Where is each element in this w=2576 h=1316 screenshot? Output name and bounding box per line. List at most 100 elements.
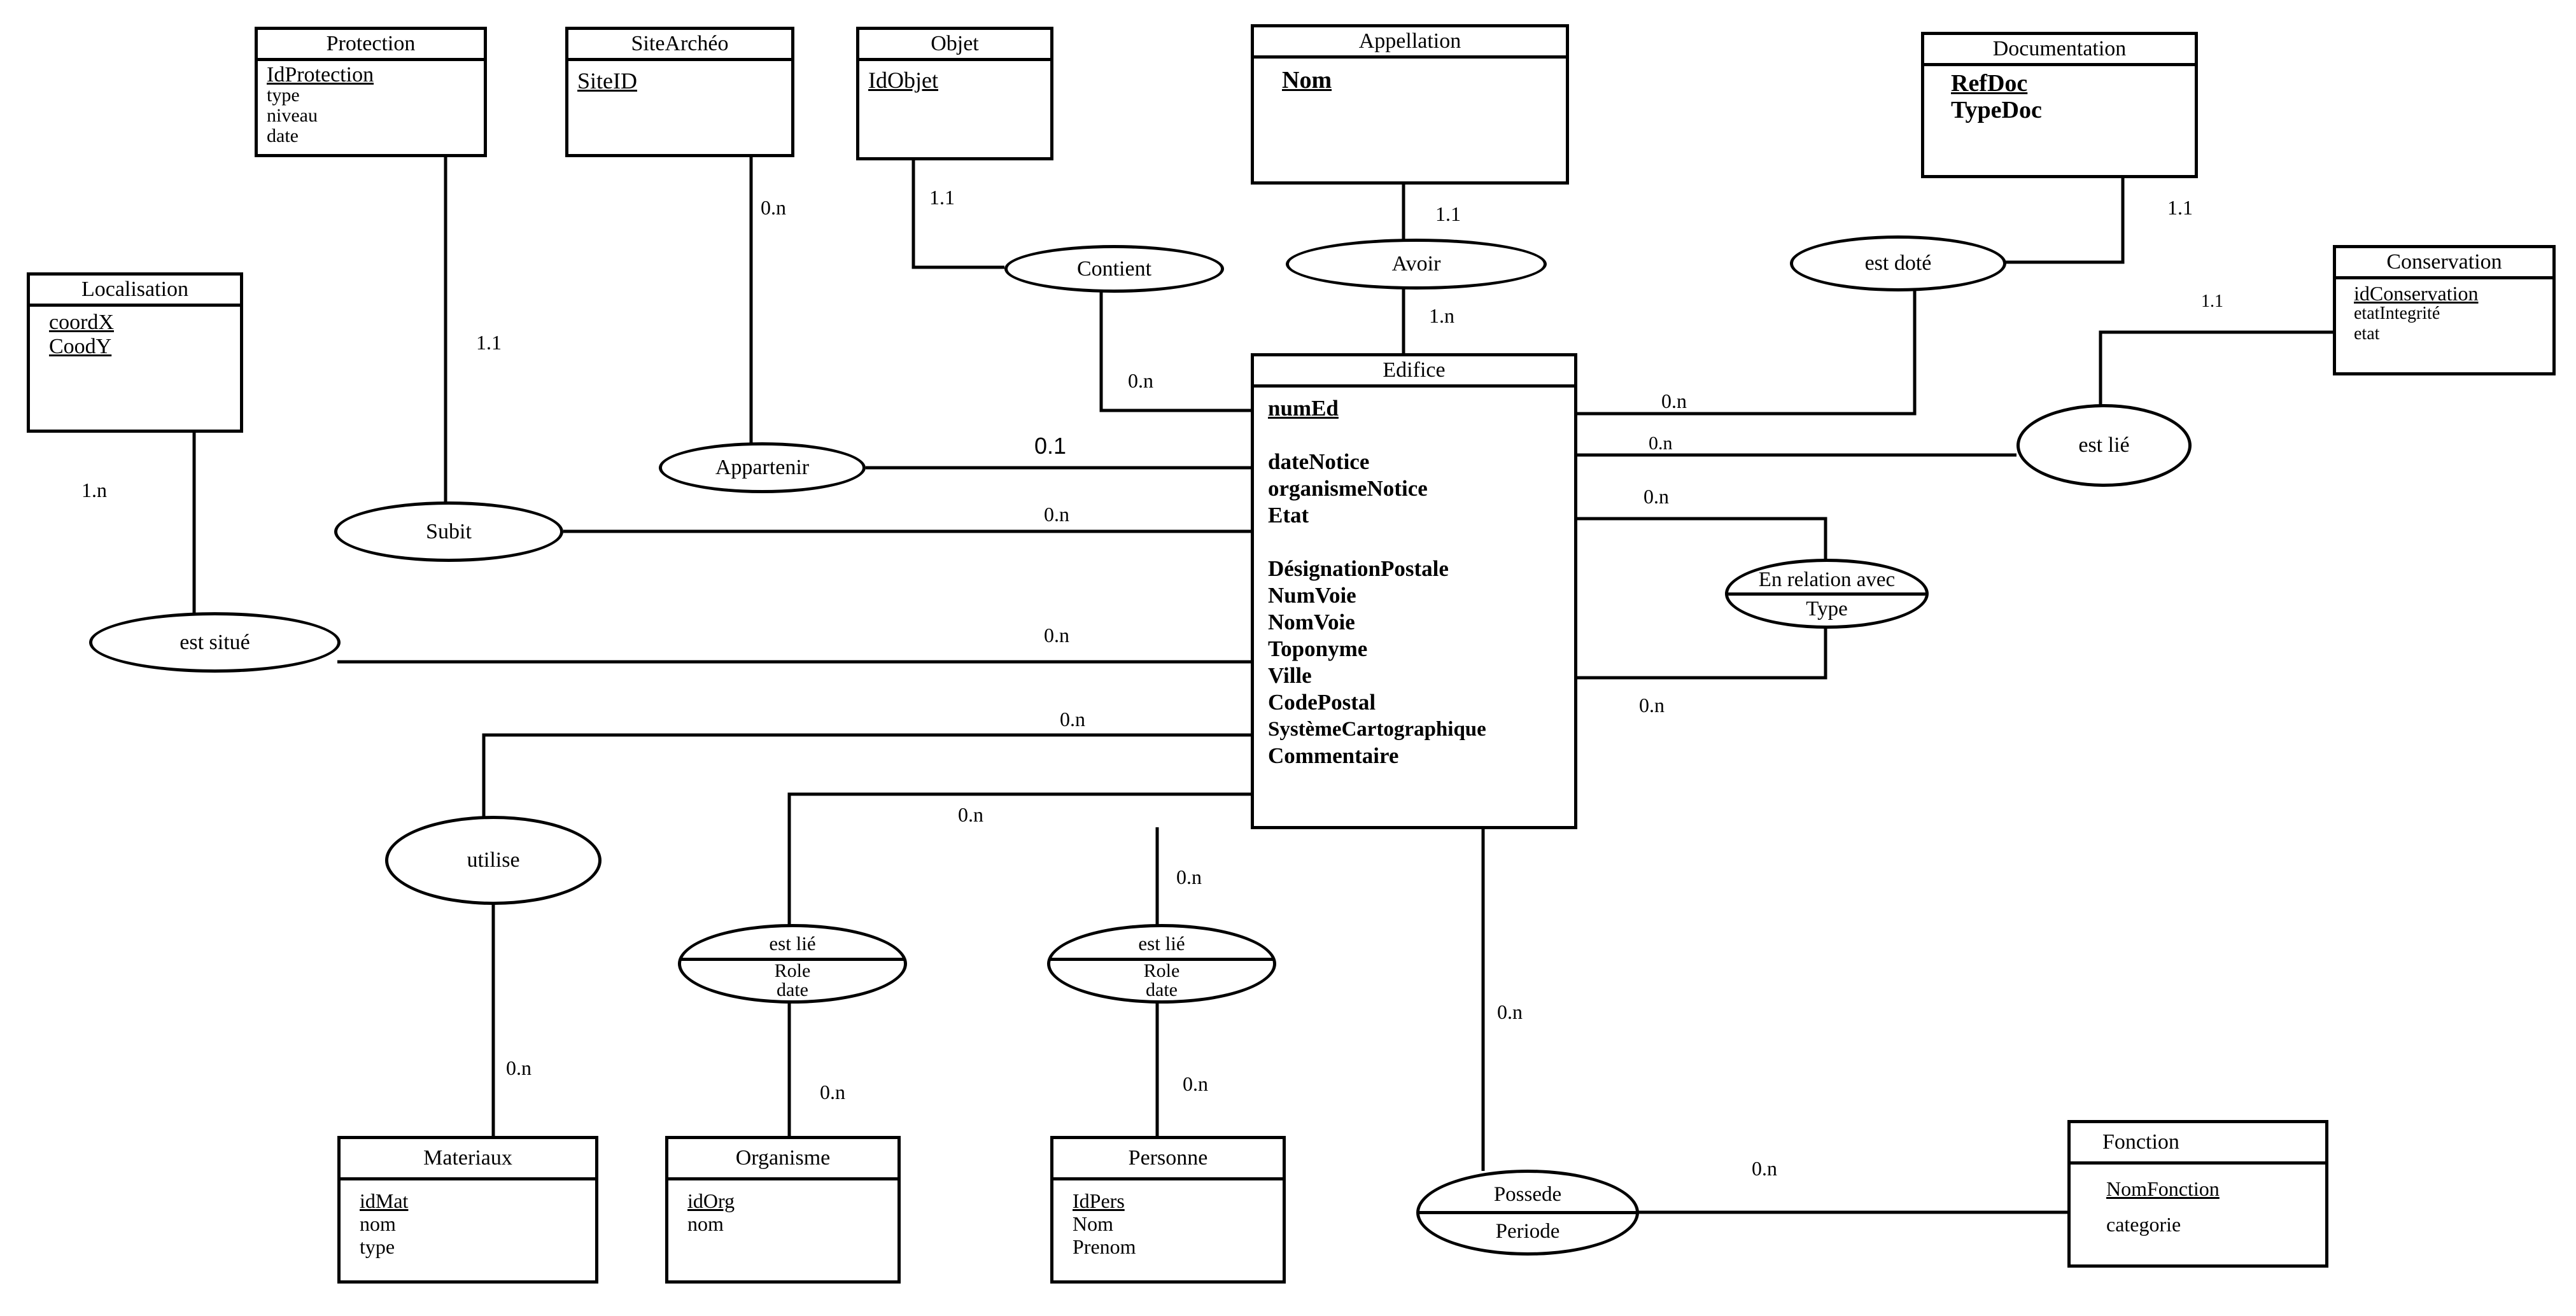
entity-conservation: Conservation idConservation etatIntegrit… xyxy=(2333,245,2556,375)
cardinality-estlie-org-edifice: 0.n xyxy=(958,803,983,826)
cardinality-estlie-edifice: 0.n xyxy=(1649,433,1673,454)
cardinality-enrelation-bottom: 0.n xyxy=(1639,694,1665,717)
attr-nomfonction: NomFonction xyxy=(2106,1177,2220,1200)
cardinality-utilise-materiaux: 0.n xyxy=(506,1056,531,1079)
attr-coordx: coordX xyxy=(49,311,114,334)
cardinality-site-appartenir: 0.n xyxy=(761,196,786,219)
entity-appellation: Appellation Nom xyxy=(1251,24,1569,185)
cardinality-protection-subit: 1.1 xyxy=(476,331,502,354)
entity-title: Fonction xyxy=(2071,1123,2325,1165)
relation-est-lie-personne: est lié Role date xyxy=(1047,924,1276,1004)
attr-nom: Nom xyxy=(1073,1212,1113,1235)
relation-subit: Subit xyxy=(334,501,563,562)
attr-nom: nom xyxy=(687,1212,724,1235)
attr-systemecartographique: SystèmeCartographique xyxy=(1268,718,1486,741)
relation-label: utilise xyxy=(467,848,520,872)
relation-avoir: Avoir xyxy=(1286,239,1547,290)
relation-label: Possede xyxy=(1493,1183,1562,1206)
entity-title: Objet xyxy=(859,30,1050,61)
entity-title: Documentation xyxy=(1924,35,2195,66)
cardinality-estlie-org-organisme: 0.n xyxy=(820,1081,845,1103)
attr-siteid: SiteID xyxy=(577,68,637,94)
relation-label: En relation avec xyxy=(1758,568,1896,591)
attr-type: type xyxy=(267,85,300,106)
attr-idconservation: idConservation xyxy=(2354,282,2479,305)
entity-documentation: Documentation RefDoc TypeDoc xyxy=(1921,32,2198,178)
attr-commentaire: Commentaire xyxy=(1268,743,1399,768)
relation-est-lie-organisme: est lié Role date xyxy=(678,924,907,1004)
attr-toponyme: Toponyme xyxy=(1268,636,1368,661)
relation-possede: Possede Periode xyxy=(1416,1170,1639,1256)
cardinality-contient-edifice: 0.n xyxy=(1128,369,1153,392)
attr-typedoc: TypeDoc xyxy=(1951,97,2042,123)
cardinality-possede-fonction: 0.n xyxy=(1752,1157,1777,1180)
relation-label: est lié xyxy=(1138,932,1185,955)
attr-categorie: categorie xyxy=(2106,1213,2181,1236)
entity-objet: Objet IdObjet xyxy=(856,27,1053,160)
relation-attr-date: date xyxy=(1146,979,1178,1000)
relation-attr-role: Role xyxy=(774,960,811,981)
attr-ville: Ville xyxy=(1268,663,1312,688)
attr-idprotection: IdProtection xyxy=(267,63,374,87)
relation-est-situe: est situé xyxy=(89,612,341,673)
cardinality-subit-edifice: 0.n xyxy=(1044,503,1069,526)
cardinality-appellation-avoir: 1.1 xyxy=(1435,202,1461,225)
attr-coody: CoodY xyxy=(49,335,112,358)
entity-title: Organisme xyxy=(668,1139,897,1180)
relation-label: Avoir xyxy=(1391,252,1441,276)
entity-localisation: Localisation coordX CoodY xyxy=(27,272,243,433)
entity-personne: Personne IdPers Nom Prenom xyxy=(1050,1136,1286,1284)
attr-type: type xyxy=(360,1235,395,1258)
relation-label: est lié xyxy=(2078,433,2130,457)
attr-idorg: idOrg xyxy=(687,1189,735,1212)
entity-title: Appellation xyxy=(1254,27,1566,59)
attr-prenom: Prenom xyxy=(1073,1235,1136,1258)
relation-label: Contient xyxy=(1076,257,1152,281)
cardinality-appartenir-edifice: 0.1 xyxy=(1034,433,1067,459)
attr-etat: Etat xyxy=(1268,503,1309,528)
entity-title: Personne xyxy=(1053,1139,1283,1180)
cardinality-estdote-edifice: 0.n xyxy=(1661,389,1687,412)
entity-title: Protection xyxy=(258,30,484,61)
relation-appartenir: Appartenir xyxy=(659,442,866,493)
relation-label: est lié xyxy=(769,932,816,955)
entity-title: Edifice xyxy=(1254,356,1574,388)
relation-label: Appartenir xyxy=(715,456,810,479)
cardinality-enrelation-top: 0.n xyxy=(1643,485,1669,508)
attr-numvoie: NumVoie xyxy=(1268,583,1356,608)
attr-nomvoie: NomVoie xyxy=(1268,610,1355,634)
attr-date: date xyxy=(267,125,299,146)
relation-attr-role: Role xyxy=(1143,960,1180,981)
attr-nom: nom xyxy=(360,1212,396,1235)
entity-fonction: Fonction NomFonction categorie xyxy=(2067,1120,2328,1268)
cardinality-estsitue-edifice: 0.n xyxy=(1044,624,1069,647)
entity-title: Conservation xyxy=(2336,248,2552,279)
relation-label: est doté xyxy=(1864,251,1932,275)
cardinality-objet-contient: 1.1 xyxy=(929,186,955,209)
relation-label: est situé xyxy=(179,631,250,654)
attr-nom: Nom xyxy=(1282,67,1332,94)
attr-idpers: IdPers xyxy=(1073,1189,1125,1212)
cardinality-avoir-edifice: 1.n xyxy=(1429,304,1454,327)
attr-etat-integrite: etatIntegrité xyxy=(2354,304,2440,323)
cardinality-conservation-estlie: 1.1 xyxy=(2201,291,2223,311)
entity-protection: Protection IdProtection type niveau date xyxy=(255,27,487,157)
attr-idmat: idMat xyxy=(360,1189,409,1212)
attr-organismenotice: organismeNotice xyxy=(1268,476,1428,501)
relation-attr-type: Type xyxy=(1806,598,1848,620)
attr-designationpostale: DésignationPostale xyxy=(1268,556,1449,581)
cardinality-estlie-pers-personne: 0.n xyxy=(1183,1072,1208,1095)
entity-site-archeo: SiteArchéo SiteID xyxy=(565,27,794,157)
attr-niveau: niveau xyxy=(267,105,318,126)
cardinality-estlie-pers-edifice: 0.n xyxy=(1176,865,1202,888)
relation-est-dote: est doté xyxy=(1790,235,2006,291)
cardinality-utilise-edifice: 0.n xyxy=(1060,708,1085,731)
entity-organisme: Organisme idOrg nom xyxy=(665,1136,901,1284)
relation-est-lie-conservation: est lié xyxy=(2016,404,2192,487)
attr-datenotice: dateNotice xyxy=(1268,449,1370,474)
entity-title: Localisation xyxy=(30,276,240,307)
relation-label: Subit xyxy=(426,520,472,543)
attr-idobjet: IdObjet xyxy=(868,67,938,93)
attr-refdoc: RefDoc xyxy=(1951,70,2028,97)
relation-attr-date: date xyxy=(777,979,808,1000)
